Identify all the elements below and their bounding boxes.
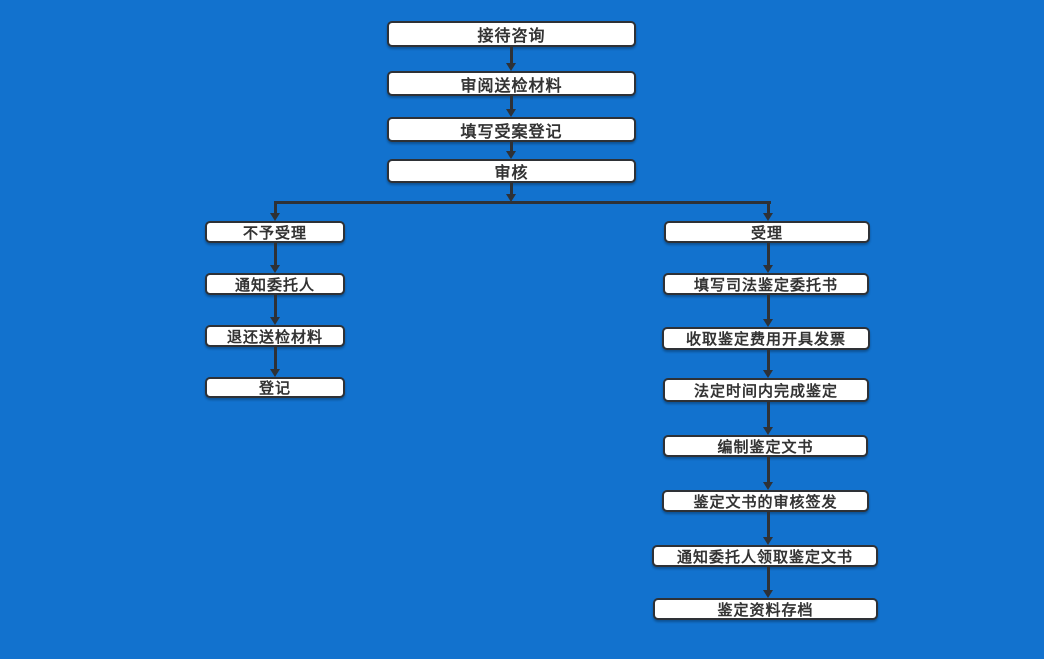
flow-arrow-down (274, 347, 277, 369)
flow-node-prepare-document: 编制鉴定文书 (663, 435, 868, 457)
flow-node-case-registration: 填写受案登记 (387, 117, 636, 142)
flow-branch-line (274, 201, 771, 204)
flow-node-reception: 接待咨询 (387, 21, 636, 47)
flow-arrow-down (510, 142, 513, 151)
flow-arrow-down (510, 47, 513, 63)
flow-arrow-down (767, 567, 770, 590)
flow-node-not-accepted: 不予受理 (205, 221, 345, 243)
flow-arrow-down (767, 457, 770, 482)
flow-node-collect-fee: 收取鉴定费用开具发票 (662, 327, 870, 350)
flow-arrow-down (767, 350, 770, 370)
flow-node-archive: 鉴定资料存档 (653, 598, 878, 620)
flow-arrow-down (767, 202, 770, 213)
flow-arrow-down (767, 512, 770, 537)
flow-node-audit: 审核 (387, 159, 636, 183)
flow-node-review-materials: 审阅送检材料 (387, 71, 636, 96)
flow-node-notify-collect: 通知委托人领取鉴定文书 (652, 545, 878, 567)
flow-node-accept: 受理 (664, 221, 870, 243)
flow-node-notify-client: 通知委托人 (205, 273, 345, 295)
flow-arrow-down (510, 183, 513, 194)
flow-arrow-down (767, 402, 770, 427)
flow-arrow-down (274, 243, 277, 265)
flow-node-register: 登记 (205, 377, 345, 398)
flow-node-fill-commission: 填写司法鉴定委托书 (663, 273, 869, 295)
flow-arrow-down (510, 96, 513, 109)
flow-arrow-down (767, 295, 770, 319)
flow-node-complete-appraisal: 法定时间内完成鉴定 (663, 378, 869, 402)
flow-arrow-down (767, 243, 770, 265)
flow-node-return-materials: 退还送检材料 (205, 325, 345, 347)
flow-arrow-down (274, 295, 277, 317)
flow-arrow-down (274, 202, 277, 213)
flow-node-review-sign: 鉴定文书的审核签发 (662, 490, 869, 512)
